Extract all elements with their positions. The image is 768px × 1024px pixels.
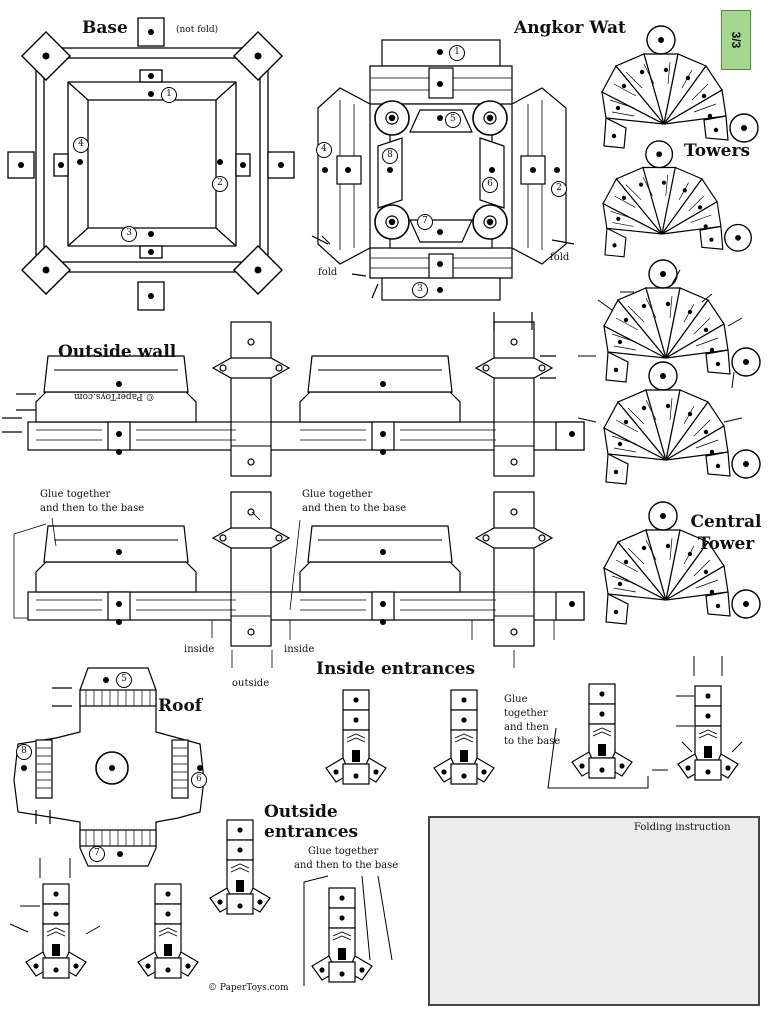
- note-inside-right: inside: [284, 644, 315, 655]
- label-2-base: 2: [217, 178, 223, 188]
- label-5-wat: 5: [450, 114, 456, 124]
- note-glue-left-line2: and then to the base: [40, 503, 145, 514]
- folding-instruction-box: [428, 816, 760, 1006]
- title-base: Base: [82, 18, 128, 38]
- note-glue-inside-line2: together: [504, 708, 548, 719]
- note-glue-inside-line4: to the base: [504, 736, 561, 747]
- label-4-wat: 4: [321, 144, 327, 154]
- note-outside: outside: [232, 678, 270, 689]
- title-folding-instruction: Folding instruction: [634, 822, 731, 833]
- note-glue-left-line1: Glue together: [40, 489, 111, 500]
- outside-wall-top: [2, 312, 585, 477]
- note-glue-outside-line1: Glue together: [308, 846, 379, 857]
- label-7-wat: 7: [422, 216, 428, 226]
- title-central-tower-line2: Tower: [697, 534, 755, 554]
- inside-entrances: [325, 656, 743, 789]
- title-roof: Roof: [158, 696, 203, 716]
- label-2-wat: 2: [556, 183, 562, 193]
- title-outside-entrances-line1: Outside: [264, 802, 338, 822]
- page-number: 3/3: [729, 31, 743, 49]
- title-towers: Towers: [684, 141, 751, 161]
- label-6-wat: 6: [487, 179, 493, 189]
- title-outside-entrances-line2: entrances: [264, 822, 359, 842]
- note-glue-inside-line1: Glue: [504, 694, 528, 705]
- angkor-wat-piece: [311, 39, 575, 301]
- label-1-wat: 1: [454, 47, 460, 57]
- base-piece: [7, 17, 295, 311]
- tower-pieces: [577, 25, 761, 625]
- label-1-base: 1: [166, 89, 172, 99]
- label-6-roof: 6: [196, 774, 202, 784]
- title-outside-wall: Outside wall: [58, 342, 177, 362]
- label-4-base: 4: [78, 139, 84, 149]
- watermark-upside-down: © PaperToys.com: [74, 391, 155, 401]
- note-inside-left: inside: [184, 644, 215, 655]
- label-8-roof: 8: [21, 746, 27, 756]
- page-number-badge: 3/3: [721, 10, 751, 70]
- note-glue-inside-line3: and then: [504, 722, 549, 733]
- note-glue-outside-line2: and then to the base: [294, 860, 399, 871]
- label-5-roof: 5: [121, 674, 127, 684]
- title-central-tower-line1: Central: [690, 512, 762, 532]
- roof-piece: [13, 667, 208, 867]
- outside-wall-bottom: [13, 491, 585, 668]
- note-fold-left: fold: [318, 267, 338, 278]
- note-fold-right: fold: [550, 252, 570, 263]
- title-angkor-wat: Angkor Wat: [514, 18, 626, 38]
- label-7-roof: 7: [94, 848, 100, 858]
- label-3-wat: 3: [417, 284, 423, 294]
- note-not-fold: (not fold): [176, 25, 219, 35]
- note-glue-right-line2: and then to the base: [302, 503, 407, 514]
- label-3-base: 3: [126, 228, 132, 238]
- credit-papertoys: © PaperToys.com: [208, 983, 289, 993]
- label-8-wat: 8: [387, 150, 393, 160]
- note-glue-right-line1: Glue together: [302, 489, 373, 500]
- title-inside-entrances: Inside entrances: [316, 659, 476, 679]
- outside-entrances: [9, 819, 393, 986]
